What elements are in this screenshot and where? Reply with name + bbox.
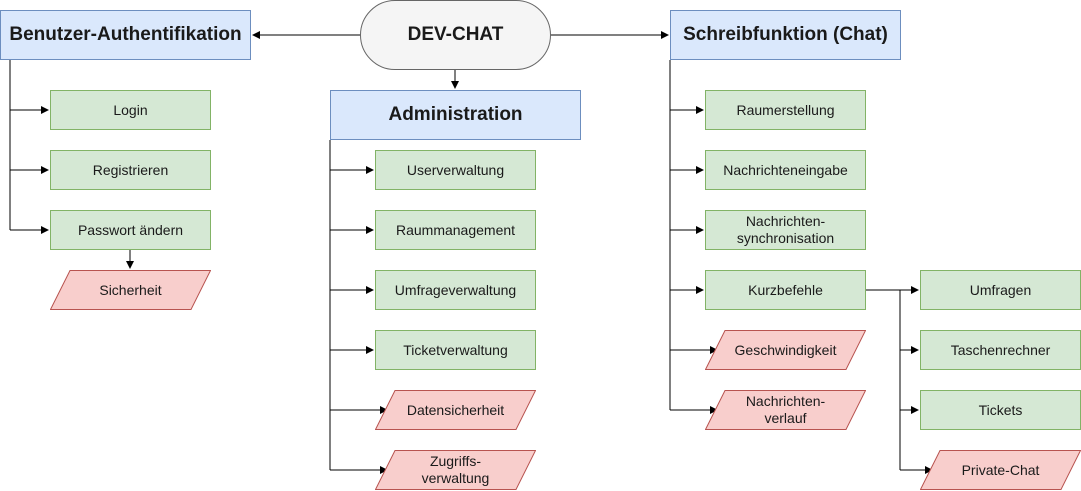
admin-datensicherheit: Datensicherheit	[375, 390, 536, 430]
cmd-item-label: Tickets	[978, 401, 1023, 418]
cmd-private-chat: Private-Chat	[920, 450, 1081, 490]
admin-note-label: Zugriffs- verwaltung	[421, 453, 490, 486]
auth-login: Login	[50, 90, 211, 130]
chat-nachrichtenverlauf: Nachrichten- verlauf	[705, 390, 866, 430]
chat-item-label: Nachrichteneingabe	[723, 161, 848, 178]
auth-title: Benutzer-Authentifikation	[9, 23, 242, 45]
auth-password-label: Passwort ändern	[77, 221, 184, 238]
cmd-note-label: Private-Chat	[961, 461, 1040, 478]
chat-synchronisation: Nachrichten- synchronisation	[705, 210, 866, 250]
admin-zugriffsverwaltung: Zugriffs- verwaltung	[375, 450, 536, 490]
chat-title: Schreibfunktion (Chat)	[683, 23, 888, 45]
admin-item-label: Raummanagement	[395, 221, 516, 238]
auth-security-label: Sicherheit	[99, 281, 162, 298]
admin-item-label: Userverwaltung	[406, 161, 505, 178]
cmd-item-label: Taschenrechner	[950, 341, 1051, 358]
chat-header: Schreibfunktion (Chat)	[670, 10, 901, 60]
chat-item-label: Nachrichten- synchronisation	[736, 213, 835, 246]
admin-note-label: Datensicherheit	[406, 401, 505, 418]
cmd-item-label: Umfragen	[969, 281, 1032, 298]
chat-raumerstellung: Raumerstellung	[705, 90, 866, 130]
admin-raummanagement: Raummanagement	[375, 210, 536, 250]
root-node: DEV-CHAT	[360, 0, 551, 70]
admin-header: Administration	[330, 90, 581, 140]
chat-item-label: Kurzbefehle	[748, 281, 823, 298]
chat-kurzbefehle: Kurzbefehle	[705, 270, 866, 310]
auth-login-label: Login	[113, 101, 148, 118]
admin-umfrageverwaltung: Umfrageverwaltung	[375, 270, 536, 310]
cmd-umfragen: Umfragen	[920, 270, 1081, 310]
auth-password: Passwort ändern	[50, 210, 211, 250]
chat-geschwindigkeit: Geschwindigkeit	[705, 330, 866, 370]
auth-register-label: Registrieren	[92, 161, 169, 178]
chat-note-label: Nachrichten- verlauf	[745, 393, 826, 426]
chat-note-label: Geschwindigkeit	[734, 341, 837, 358]
cmd-tickets: Tickets	[920, 390, 1081, 430]
chat-nachrichteneingabe: Nachrichteneingabe	[705, 150, 866, 190]
auth-security: Sicherheit	[50, 270, 211, 310]
cmd-taschenrechner: Taschenrechner	[920, 330, 1081, 370]
auth-header: Benutzer-Authentifikation	[0, 10, 251, 60]
auth-register: Registrieren	[50, 150, 211, 190]
admin-ticketverwaltung: Ticketverwaltung	[375, 330, 536, 370]
chat-item-label: Raumerstellung	[736, 101, 835, 118]
admin-item-label: Ticketverwaltung	[403, 341, 508, 358]
root-label: DEV-CHAT	[407, 23, 504, 45]
admin-userverwaltung: Userverwaltung	[375, 150, 536, 190]
admin-title: Administration	[388, 103, 523, 125]
admin-item-label: Umfrageverwaltung	[394, 281, 517, 298]
